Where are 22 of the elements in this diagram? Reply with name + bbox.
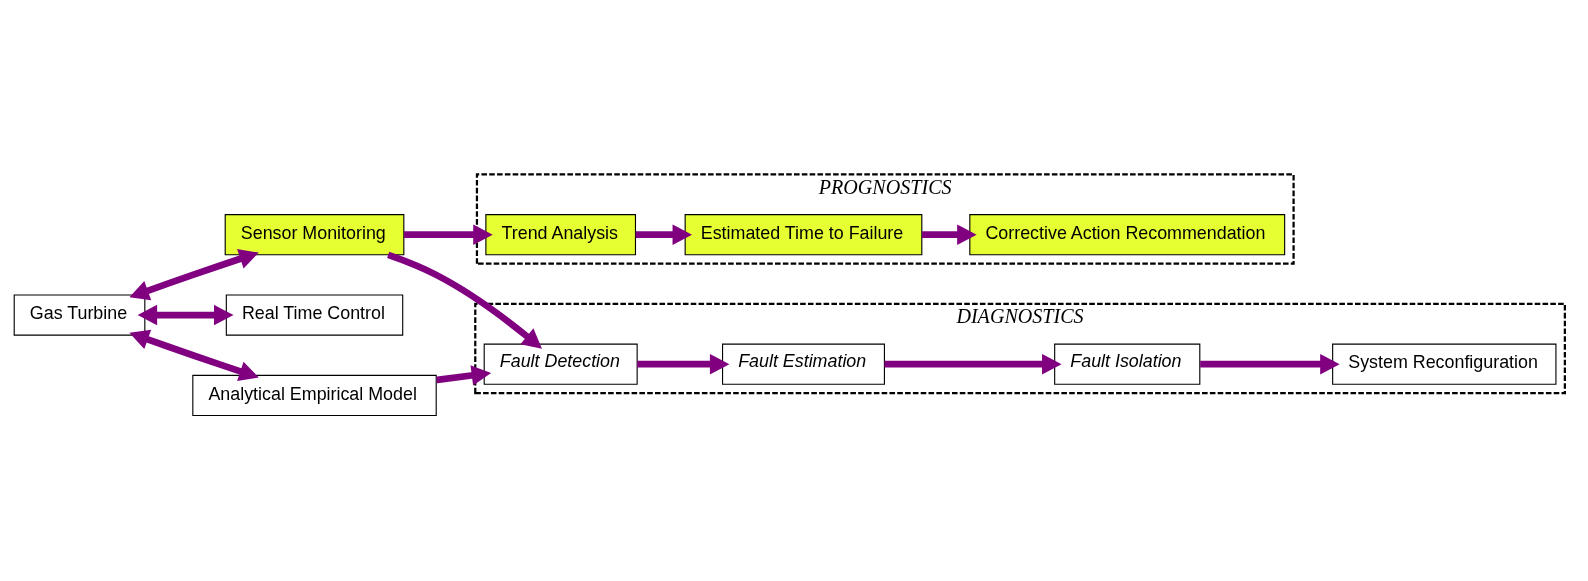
arrow (404, 224, 493, 245)
arrow (884, 353, 1062, 375)
arrow (436, 365, 492, 386)
node-box: Corrective Action Recommendation (969, 214, 1286, 256)
node-box: Estimated Time to Failure (684, 214, 923, 256)
node-box: Sensor Monitoring (224, 214, 405, 256)
node-box: System Reconfiguration (1332, 343, 1557, 385)
node-box: Gas Turbine (13, 294, 146, 336)
node-box: Analytical Empirical Model (192, 374, 437, 417)
arrow (129, 329, 259, 382)
arrow (922, 224, 977, 245)
node-box: Fault Estimation (722, 343, 885, 385)
arrow (637, 353, 730, 375)
node-box: Fault Isolation (1054, 343, 1201, 385)
arrow (1200, 353, 1340, 375)
arrow (129, 249, 259, 301)
arrow (635, 224, 693, 245)
node-box: Trend Analysis (485, 214, 637, 256)
arrow (387, 251, 542, 349)
node-box: Fault Detection (483, 343, 638, 385)
arrow (137, 304, 234, 326)
node-box: Real Time Control (225, 294, 404, 336)
